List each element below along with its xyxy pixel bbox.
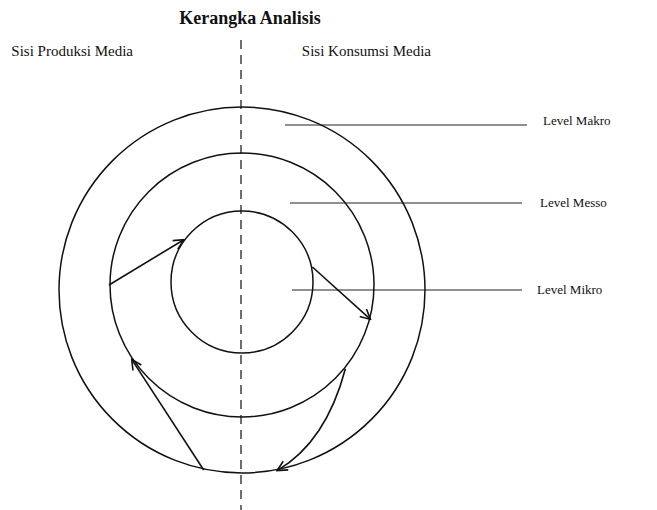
level-circle: Level MakroLevel MessoLevel Mikro <box>58 106 426 474</box>
side-heading: Sisi Produksi Media <box>8 40 133 62</box>
level-circle: Level Mikro <box>170 210 314 354</box>
leader-line <box>290 202 522 203</box>
level-circle: Level MessoLevel Mikro <box>109 152 375 418</box>
leader-line <box>292 289 522 290</box>
flow-arrow <box>132 359 204 470</box>
flow-arrow <box>109 240 184 285</box>
circle-outline <box>59 107 425 473</box>
circle-outline <box>171 211 313 353</box>
circle-outline <box>110 153 374 417</box>
diagram-title: Kerangka Analisis <box>179 8 321 29</box>
circle-outline <box>58 106 426 474</box>
circle-outline <box>170 210 314 354</box>
circle-outline <box>109 152 375 418</box>
level-label: Level Messo <box>540 195 607 211</box>
side-heading: Sisi Konsumsi Media <box>283 40 431 62</box>
flow-arrow <box>277 369 345 471</box>
level-label: Level Makro <box>543 113 611 129</box>
divider-line <box>240 40 241 510</box>
flow-arrow <box>312 267 370 319</box>
level-label: Level Mikro <box>537 282 602 298</box>
